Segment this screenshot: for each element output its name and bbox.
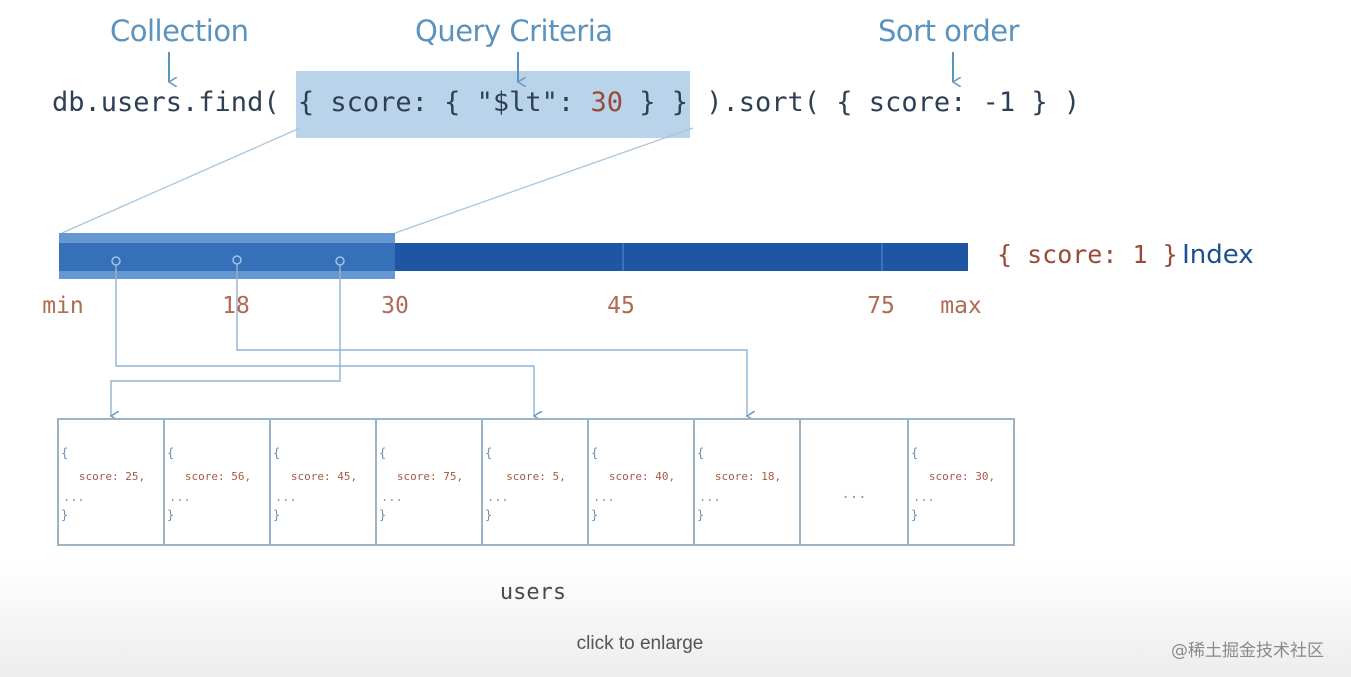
- doc-open-brace: {: [379, 446, 387, 460]
- tick-75: 75: [867, 293, 895, 319]
- doc-ellipsis: ...: [487, 490, 509, 504]
- doc-field: score: 40,: [608, 470, 676, 483]
- doc-field: score: 25,: [78, 470, 146, 483]
- doc-close-brace: }: [485, 508, 493, 522]
- doc-field: score: 45,: [290, 470, 358, 483]
- doc-open-brace: {: [591, 446, 599, 460]
- doc-field: score: 18,: [714, 470, 782, 483]
- index-range-inner: [59, 243, 395, 271]
- query-criteria-highlight: { score: { "$lt": 30 } }: [295, 71, 690, 138]
- doc-ellipsis: ...: [699, 490, 721, 504]
- doc-ellipsis: ...: [593, 490, 615, 504]
- document-4: { score: 75, ... }: [375, 418, 483, 546]
- sort-pre: ).sort( { score:: [690, 87, 983, 118]
- tick-45: 45: [607, 293, 635, 319]
- doc-open-brace: {: [167, 446, 175, 460]
- doc-close-brace: }: [167, 508, 175, 522]
- collection-name: users: [499, 580, 567, 605]
- doc-close-brace: }: [911, 508, 919, 522]
- doc-close-brace: }: [591, 508, 599, 522]
- document-5: { score: 5, ... }: [481, 418, 589, 546]
- document-1: { score: 25, ... }: [57, 418, 165, 546]
- doc-open-brace: {: [911, 446, 919, 460]
- collection-label: Collection: [110, 14, 249, 48]
- tick-18: 18: [222, 293, 250, 319]
- doc-ellipsis: ...: [841, 486, 867, 502]
- tick-30: 30: [381, 293, 409, 319]
- doc-ellipsis: ...: [913, 490, 935, 504]
- projection-line-left: [61, 127, 301, 234]
- doc-open-brace: {: [61, 446, 69, 460]
- document-ellipsis: ...: [799, 418, 909, 546]
- query-code-line: db.users.find( { score: { "$lt": 30 } } …: [52, 71, 1081, 138]
- pointer-line-2: [236, 264, 747, 416]
- document-6: { score: 40, ... }: [587, 418, 695, 546]
- doc-close-brace: }: [61, 508, 69, 522]
- index-key-label: { score: 1 }: [997, 240, 1178, 269]
- doc-field: score: 56,: [184, 470, 252, 483]
- document-3: { score: 45, ... }: [269, 418, 377, 546]
- doc-field: score: 30,: [928, 470, 996, 483]
- doc-open-brace: {: [273, 446, 281, 460]
- tick-max: max: [940, 293, 982, 319]
- document-9: { score: 30, ... }: [907, 418, 1015, 546]
- doc-close-brace: }: [697, 508, 705, 522]
- sort-post: } ): [1015, 87, 1081, 118]
- pointer-line-1: [115, 265, 534, 416]
- doc-open-brace: {: [697, 446, 705, 460]
- index-word: Index: [1182, 240, 1254, 270]
- pointer-line-3: [111, 265, 341, 416]
- projection-line-right: [394, 127, 694, 234]
- doc-close-brace: }: [379, 508, 387, 522]
- criteria-pre: { score: { "$lt":: [297, 87, 591, 118]
- doc-close-brace: }: [273, 508, 281, 522]
- criteria-post: } }: [622, 87, 688, 118]
- doc-ellipsis: ...: [381, 490, 403, 504]
- doc-field: score: 75,: [396, 470, 464, 483]
- tick-min: min: [42, 293, 84, 319]
- doc-field: score: 5,: [506, 470, 566, 483]
- query-criteria-label: Query Criteria: [415, 14, 613, 48]
- click-to-enlarge-link[interactable]: click to enlarge: [576, 633, 704, 654]
- doc-ellipsis: ...: [169, 490, 191, 504]
- doc-ellipsis: ...: [275, 490, 297, 504]
- watermark: @稀土掘金技术社区: [1171, 641, 1324, 661]
- sort-value: -1: [982, 87, 1016, 118]
- criteria-value: 30: [590, 87, 623, 118]
- document-7: { score: 18, ... }: [693, 418, 801, 546]
- sort-order-label: Sort order: [878, 14, 1020, 48]
- query-prefix: db.users.find(: [52, 87, 296, 118]
- doc-ellipsis: ...: [63, 490, 85, 504]
- index-label: { score: 1 } Index: [997, 240, 1254, 270]
- doc-open-brace: {: [485, 446, 493, 460]
- document-2: { score: 56, ... }: [163, 418, 271, 546]
